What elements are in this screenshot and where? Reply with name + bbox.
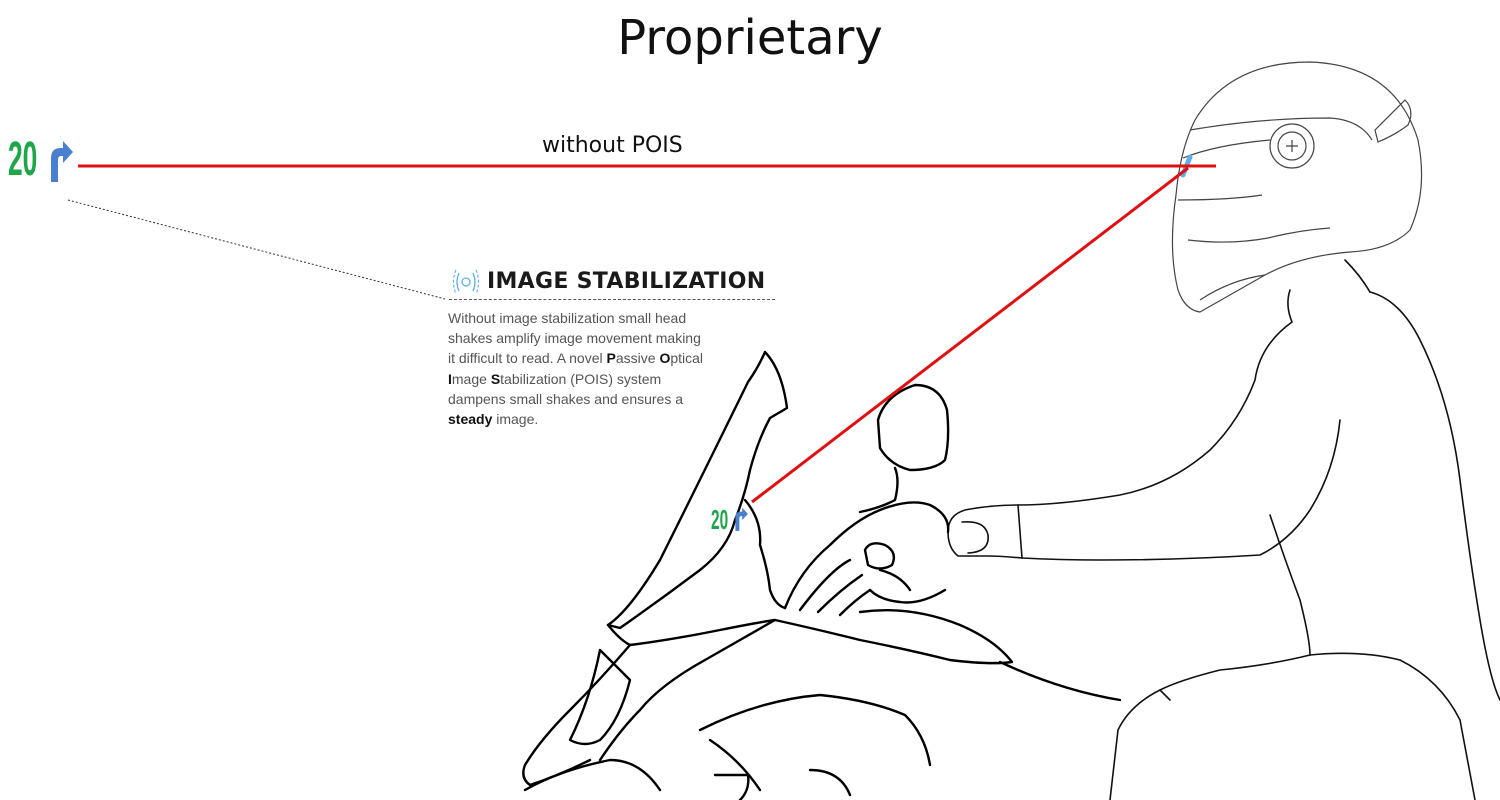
speed-value: 20 <box>8 133 38 186</box>
feature-description: Without image stabilization small head s… <box>448 310 704 428</box>
feature-heading: IMAGE STABILIZATION <box>449 265 775 300</box>
hud-turn-right-arrow-icon <box>735 507 749 531</box>
sight-line-to-hud <box>751 166 1189 504</box>
leader-line <box>67 199 446 300</box>
helmet <box>1171 61 1423 313</box>
hud-navigation-sign: 20 <box>711 504 749 534</box>
sight-line-label: without POIS <box>542 133 683 158</box>
emphasis-word: steady <box>448 411 493 428</box>
turn-right-arrow-icon <box>51 141 74 182</box>
stabilization-waves-icon <box>453 269 479 295</box>
motorcycle <box>522 350 1122 800</box>
projected-navigation-sign: 20 <box>8 136 75 184</box>
rider-figure <box>947 259 1500 800</box>
hud-speed-value: 20 <box>711 504 729 535</box>
page-title: Proprietary <box>617 10 883 66</box>
feature-title: IMAGE STABILIZATION <box>487 269 766 294</box>
